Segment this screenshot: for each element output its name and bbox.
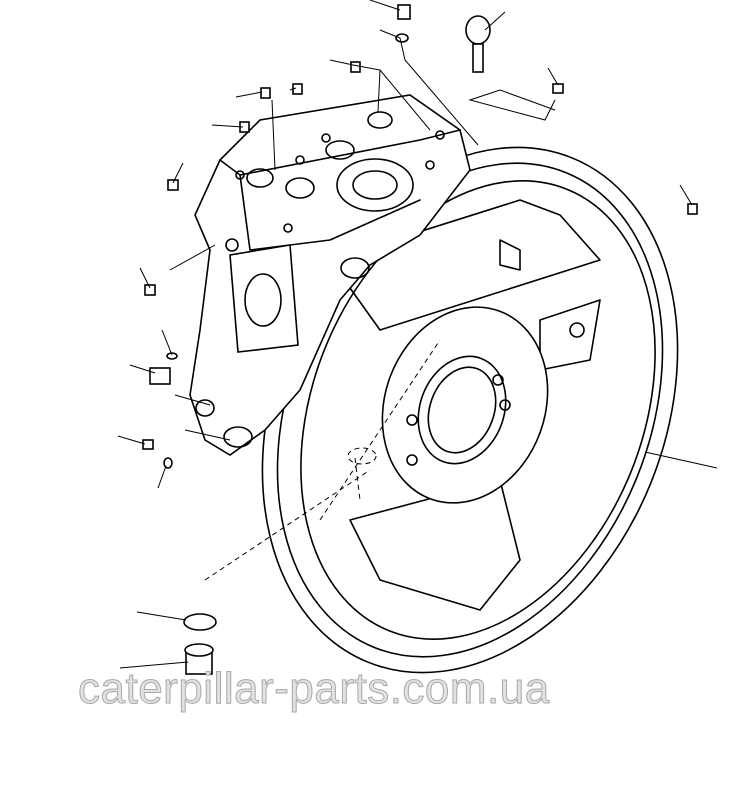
pump-body [189, 94, 471, 456]
hub [381, 306, 585, 504]
watermark-text: caterpillar-parts.com.ua [78, 664, 550, 714]
bolts [142, 4, 698, 675]
leader-lines [117, 0, 718, 669]
